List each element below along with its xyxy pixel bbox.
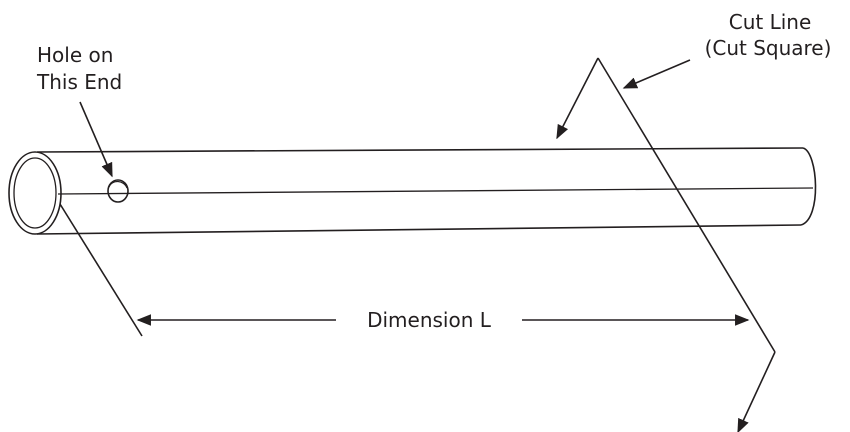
hole-label-line1: Hole on xyxy=(37,43,113,67)
tube xyxy=(8,147,817,235)
cut-line-bottom-arrow xyxy=(737,351,776,432)
tube-centerline xyxy=(57,187,814,195)
hole-label-line2: This End xyxy=(36,70,122,94)
tube-bottom-edge xyxy=(36,224,802,235)
cut-line-label: Cut Line xyxy=(729,10,812,34)
tube-right-end xyxy=(800,147,817,226)
hole-outline xyxy=(107,179,129,203)
dimension-extension-line-left xyxy=(59,203,143,337)
cut-line-diagonal xyxy=(597,57,776,353)
cut-line-indicator xyxy=(556,57,776,432)
dimension-l: Dimension L xyxy=(136,308,750,332)
tube-open-end-outer xyxy=(8,151,62,235)
hole-shading xyxy=(108,180,128,189)
hole xyxy=(107,179,129,203)
dimension-label: Dimension L xyxy=(367,308,492,332)
cut-square-label: (Cut Square) xyxy=(705,36,832,60)
hole-leader-arrow xyxy=(79,101,113,178)
tube-top-edge xyxy=(36,147,804,153)
cut-label-arrow xyxy=(622,59,691,89)
tube-open-end-inner xyxy=(13,157,57,229)
cut-line-left-arrow xyxy=(556,57,599,140)
